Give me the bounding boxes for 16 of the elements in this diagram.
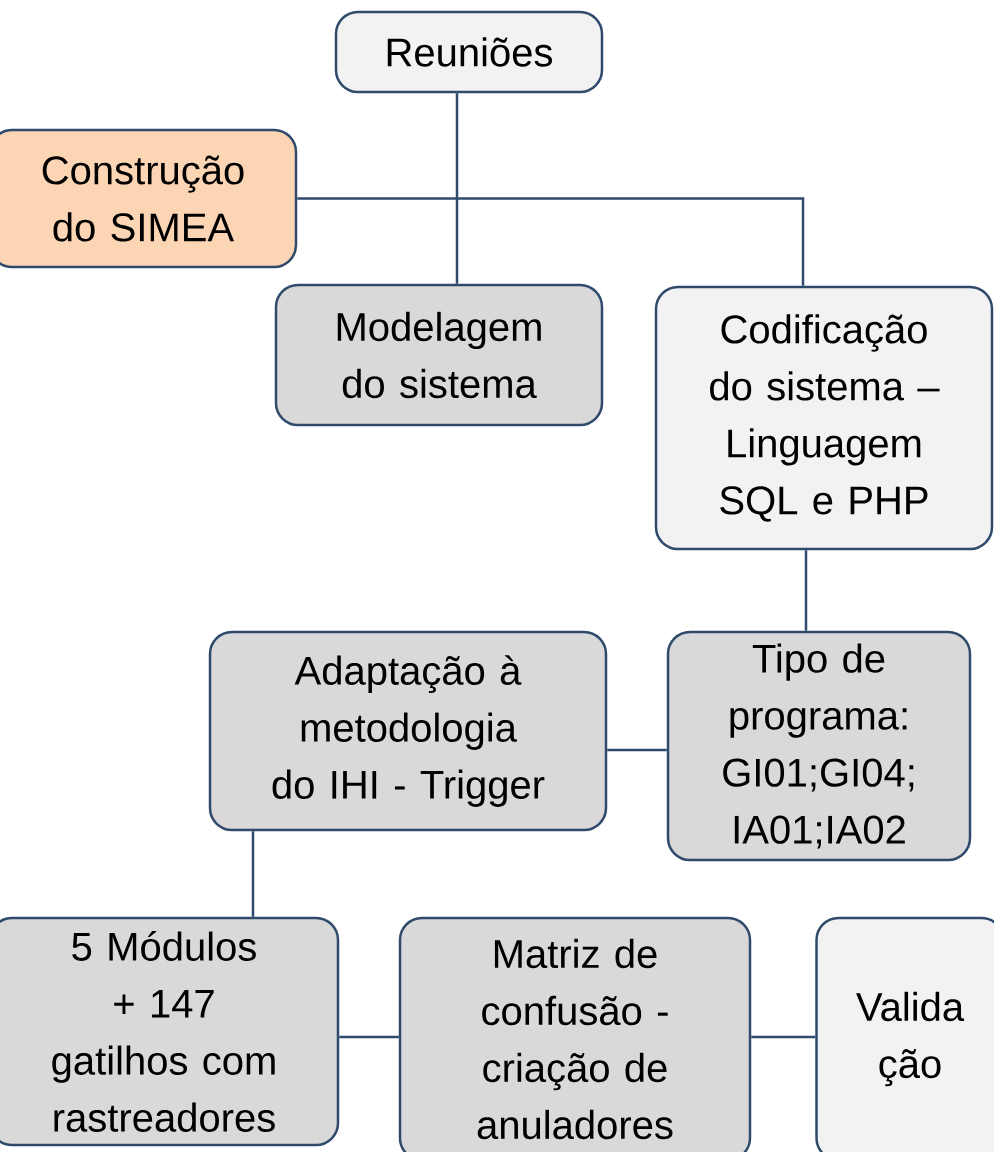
rounded-box: Adaptação à metodologia do IHI - Trigger (208, 630, 608, 832)
rounded-box: Modelagem do sistema (274, 283, 604, 427)
connector-line (339, 1035, 399, 1039)
connector-line (607, 748, 667, 752)
connector-line (804, 550, 808, 631)
connector-line (297, 197, 805, 286)
rounded-box: Tipo de programa: GI01;GI04; IA01;IA02 (666, 630, 972, 862)
connector-line (251, 831, 255, 917)
rounded-box: Construção do SIMEA (0, 128, 298, 269)
rounded-box: 5 Módulos + 147 gatilhos com rastreadores (0, 916, 340, 1147)
connector-line (455, 93, 459, 284)
connector-line (751, 1035, 816, 1039)
rounded-box: Valida ção (815, 916, 994, 1152)
rounded-box: Codificação do sistema – Linguagem SQL e PHP (654, 285, 994, 551)
rounded-box: Matriz de confusão - criação de anuladores (398, 916, 752, 1152)
rounded-box: Reuniões (334, 10, 604, 94)
